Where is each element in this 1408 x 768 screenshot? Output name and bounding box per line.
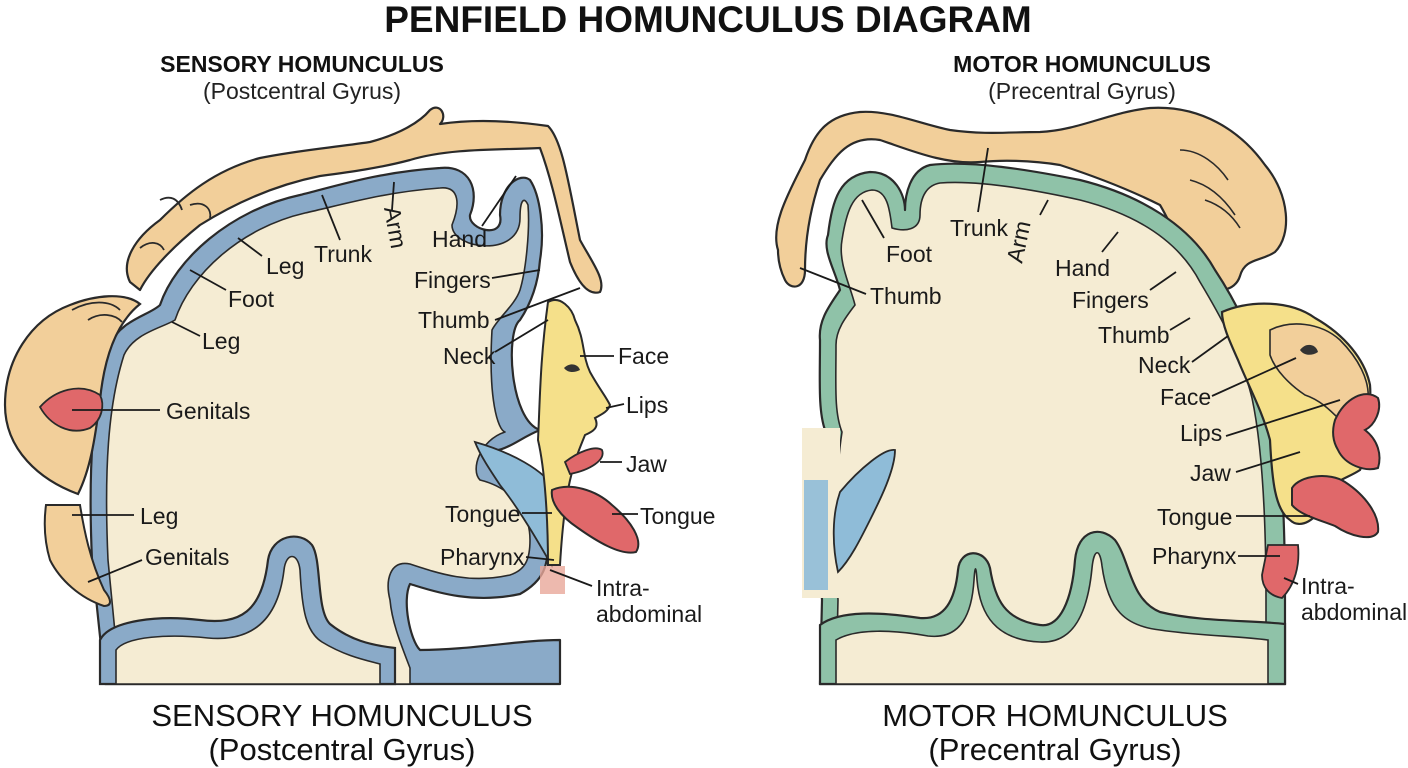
label-leg-top: Leg [266, 253, 304, 279]
leader-line [1101, 231, 1119, 253]
sensory-labels: Leg Trunk Arm Hand Fingers Thumb Neck Fo… [72, 175, 715, 627]
motor-lower-gyri-inner [835, 551, 1269, 685]
label-thumb: Thumb [418, 307, 490, 333]
label-hand: Hand [432, 226, 487, 252]
label-tongue-outer: Tongue [640, 503, 715, 529]
label-pharynx: Pharynx [1152, 543, 1237, 569]
label-genitals-low: Genitals [145, 544, 229, 570]
label-genitals-mid: Genitals [166, 398, 250, 424]
label-face: Face [618, 343, 669, 369]
leader-line [494, 287, 581, 321]
label-intra-1: Intra- [1301, 573, 1355, 599]
motor-hemisphere [775, 106, 1381, 686]
label-neck: Neck [443, 343, 496, 369]
leader-line [1283, 577, 1299, 585]
sensory-lower-gyri-inner [115, 555, 381, 685]
sensory-subheader: (Postcentral Gyrus) [203, 78, 401, 104]
motor-ventricle [832, 449, 896, 574]
sensory-lower-leg [43, 504, 111, 608]
sensory-toe-lines [139, 196, 212, 251]
leader-line [1225, 399, 1341, 437]
sensory-hemisphere [3, 106, 640, 686]
sensory-toes-top [71, 301, 123, 323]
sensory-subcaption: (Postcentral Gyrus) [208, 732, 475, 767]
leader-line [491, 269, 541, 279]
motor-subcaption: (Precentral Gyrus) [928, 732, 1181, 767]
motor-intra [1261, 544, 1300, 599]
leader-line [1235, 451, 1301, 473]
label-intra-1: Intra- [596, 575, 650, 601]
motor-ventricle-block [804, 480, 828, 590]
leader-line [861, 199, 885, 239]
motor-finger-lines [1179, 149, 1241, 229]
leader-line [87, 559, 143, 583]
label-leg-mid: Leg [202, 328, 240, 354]
leader-line [799, 267, 867, 295]
sensory-caption: SENSORY HOMUNCULUS [151, 698, 532, 733]
sensory-header: SENSORY HOMUNCULUS [160, 51, 444, 77]
label-foot: Foot [886, 241, 933, 267]
label-leg-low: Leg [140, 503, 178, 529]
leader-line [189, 269, 227, 291]
motor-subheader: (Precentral Gyrus) [988, 78, 1176, 104]
label-tongue: Tongue [1157, 504, 1232, 530]
leader-line [549, 569, 593, 587]
label-pharynx: Pharynx [440, 544, 525, 570]
motor-labels: Foot Trunk Arm Hand Fingers Thumb Thumb … [799, 147, 1407, 625]
leader-line [237, 237, 263, 257]
leader-line [171, 321, 201, 337]
label-thumb-left: Thumb [870, 283, 942, 309]
leader-line [1039, 199, 1049, 216]
label-thumb-right: Thumb [1098, 322, 1170, 348]
label-trunk: Trunk [314, 241, 372, 267]
motor-arm-figure [775, 106, 1288, 291]
sensory-eye [564, 364, 580, 373]
leader-line [391, 181, 395, 211]
leader-line [321, 194, 341, 241]
label-tongue-inner: Tongue [445, 501, 520, 527]
motor-tongue [1291, 475, 1380, 539]
motor-header: MOTOR HOMUNCULUS [953, 51, 1211, 77]
label-lips: Lips [1180, 420, 1222, 446]
leader-line [1149, 271, 1177, 291]
leader-line [1169, 317, 1191, 331]
motor-lips [1332, 393, 1381, 470]
label-jaw: Jaw [626, 451, 667, 477]
label-intra-2: abdominal [1301, 599, 1407, 625]
sensory-genital-lips [38, 387, 104, 432]
label-trunk: Trunk [950, 215, 1008, 241]
leader-line [1191, 335, 1229, 363]
label-foot: Foot [228, 286, 275, 312]
label-fingers: Fingers [1072, 287, 1149, 313]
label-face: Face [1160, 384, 1211, 410]
leader-line [1211, 357, 1297, 397]
leader-line [481, 175, 517, 227]
sensory-brain [105, 187, 531, 685]
motor-eye [1300, 344, 1318, 355]
label-jaw: Jaw [1190, 460, 1231, 486]
label-fingers: Fingers [414, 267, 491, 293]
sensory-tongue [550, 485, 640, 554]
leader-line [525, 556, 555, 561]
motor-caption: MOTOR HOMUNCULUS [882, 698, 1228, 733]
sensory-leg-figure [125, 106, 603, 294]
label-hand: Hand [1055, 255, 1110, 281]
sensory-jaw-lips [563, 447, 604, 476]
leader-line [977, 147, 989, 213]
label-intra-2: abdominal [596, 601, 702, 627]
label-lips: Lips [626, 392, 668, 418]
leader-line [605, 403, 625, 409]
diagram-title: PENFIELD HOMUNCULUS DIAGRAM [384, 0, 1031, 40]
label-neck: Neck [1138, 352, 1191, 378]
leader-line [494, 319, 549, 353]
